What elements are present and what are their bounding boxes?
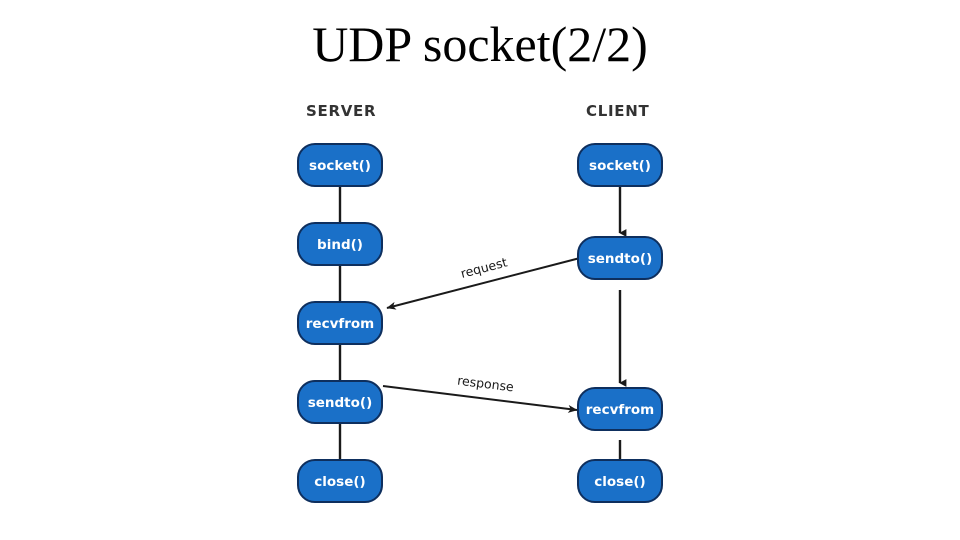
node-server-sendto[interactable]: sendto() [297, 380, 383, 424]
node-label: bind() [317, 237, 363, 253]
node-client-recvfrom[interactable]: recvfrom [577, 387, 663, 431]
node-label: recvfrom [586, 402, 655, 418]
node-box [577, 236, 663, 280]
column-heading-server: SERVER [306, 102, 377, 120]
column-heading-client: CLIENT [586, 102, 650, 120]
node-box [297, 222, 383, 266]
diagram-svg: request response socket() bind() recvfro… [297, 143, 663, 503]
node-box [577, 387, 663, 431]
node-box [297, 380, 383, 424]
udp-socket-flow-diagram: SERVER CLIENT request [270, 90, 690, 530]
node-client-socket[interactable]: socket() [577, 143, 663, 187]
message-label-response: response [456, 373, 514, 395]
node-box [577, 459, 663, 503]
node-box [297, 459, 383, 503]
node-box [577, 143, 663, 187]
node-label: sendto() [308, 395, 373, 411]
node-label: sendto() [588, 251, 653, 267]
node-label: socket() [589, 158, 651, 174]
node-server-socket[interactable]: socket() [297, 143, 383, 187]
node-label: socket() [309, 158, 371, 174]
node-box [297, 301, 383, 345]
page-title: UDP socket(2/2) [312, 16, 648, 72]
node-label: close() [594, 474, 645, 490]
node-server-close[interactable]: close() [297, 459, 383, 503]
node-server-bind[interactable]: bind() [297, 222, 383, 266]
node-label: recvfrom [306, 316, 375, 332]
node-client-close[interactable]: close() [577, 459, 663, 503]
message-label-request: request [459, 254, 509, 280]
message-arrow-response [382, 385, 578, 413]
node-box [297, 143, 383, 187]
message-arrow-request [386, 257, 581, 310]
node-server-recvfrom[interactable]: recvfrom [297, 301, 383, 345]
node-label: close() [314, 474, 365, 490]
node-client-sendto[interactable]: sendto() [577, 236, 663, 280]
